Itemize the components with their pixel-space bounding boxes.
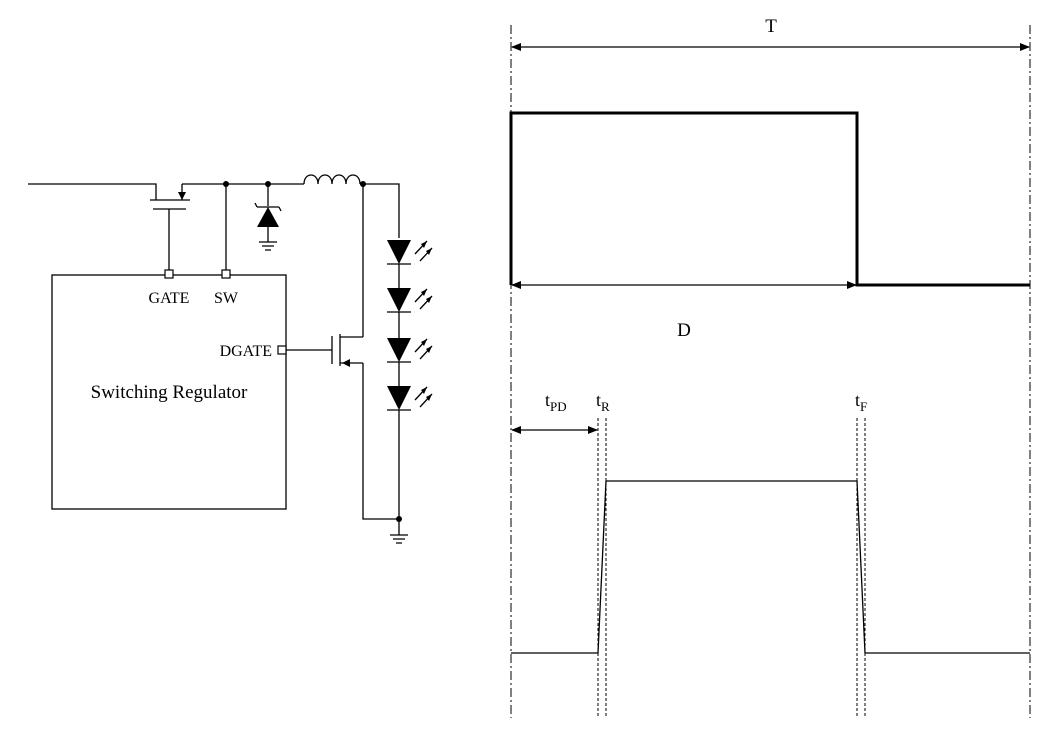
dimming-mosfet [286, 184, 399, 520]
led-string [387, 240, 433, 519]
gate-pin [164, 269, 174, 279]
output-waveform [511, 480, 1030, 654]
duty-label: D [677, 320, 691, 341]
tpd-label: tPD [545, 390, 567, 414]
inductor [303, 174, 361, 185]
dgate-pin-label: DGATE [220, 343, 272, 360]
circuit-schematic: Switching Regulator GATE SW DGATE [28, 174, 433, 544]
schottky-diode [254, 181, 282, 251]
tf-label: tF [855, 390, 867, 414]
ground-symbol [390, 516, 408, 544]
switching-regulator-label: Switching Regulator [91, 382, 248, 403]
sw-pin [221, 269, 231, 279]
dgate-pin [277, 345, 287, 355]
high-side-mosfet [28, 183, 190, 270]
timing-diagram: T D tPD tR tF [509, 16, 1031, 718]
sw-pin-label: SW [214, 290, 239, 307]
tr-label: tR [596, 390, 610, 414]
period-label: T [765, 16, 777, 37]
gate-pin-label: GATE [149, 290, 190, 307]
pwm-waveform [509, 111, 1030, 287]
